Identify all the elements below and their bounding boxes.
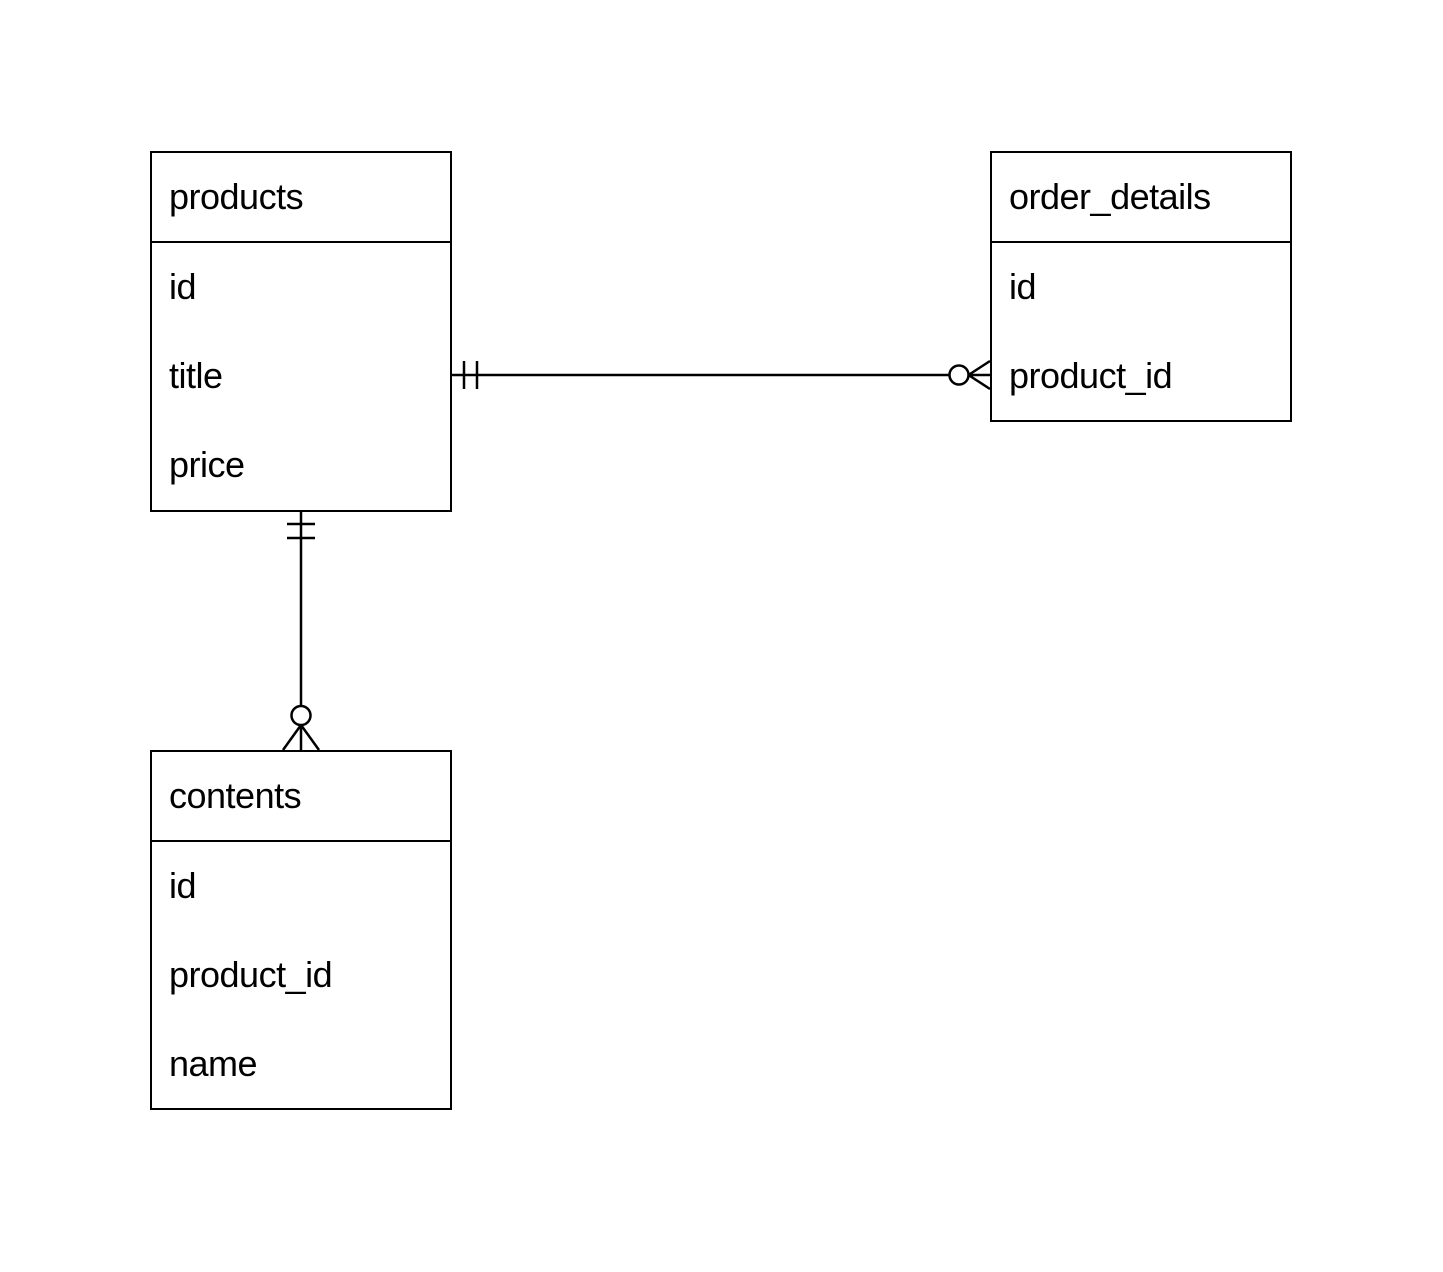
entity-title: order_details xyxy=(992,153,1290,243)
entity-field: product_id xyxy=(1009,354,1173,396)
entity-field: id xyxy=(169,864,197,906)
entity-field: product_id xyxy=(169,953,333,995)
entity-products[interactable]: products id title price xyxy=(150,151,452,512)
entity-field-list: id product_id xyxy=(992,243,1290,421)
entity-field-list: id title price xyxy=(152,243,450,511)
entity-field: id xyxy=(1009,265,1037,307)
entity-contents[interactable]: contents id product_id name xyxy=(150,750,452,1110)
crows-foot-many-icon xyxy=(281,724,321,751)
cardinality-zero-circle-icon xyxy=(948,364,970,386)
cardinality-zero-circle-icon xyxy=(290,704,312,727)
entity-field: title xyxy=(169,355,223,397)
entity-field-list: id product_id name xyxy=(152,842,450,1109)
crows-foot-many-icon xyxy=(967,359,991,391)
entity-field: price xyxy=(169,444,245,486)
relationship-products-to-order-details xyxy=(452,359,991,391)
entity-title: products xyxy=(152,153,450,243)
entity-order-details[interactable]: order_details id product_id xyxy=(990,151,1292,422)
relationship-products-to-contents xyxy=(281,512,321,751)
entity-field: name xyxy=(169,1042,258,1084)
entity-title: contents xyxy=(152,752,450,842)
entity-field: id xyxy=(169,266,197,308)
